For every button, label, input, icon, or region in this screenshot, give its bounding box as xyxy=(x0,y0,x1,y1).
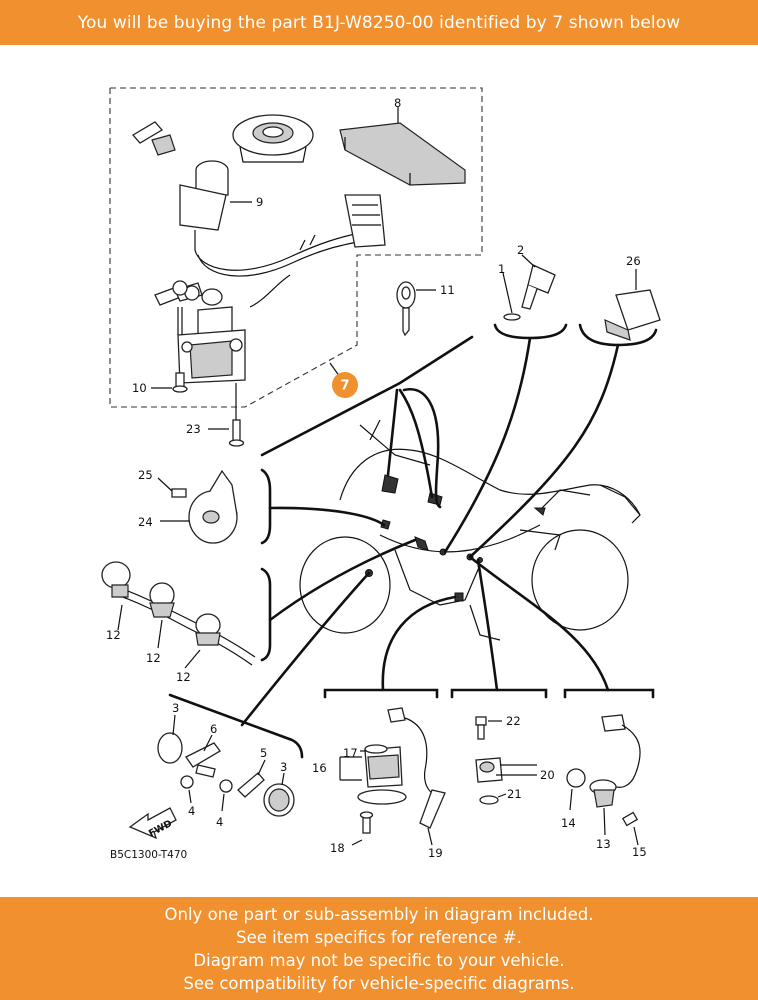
part-17-oring xyxy=(360,744,388,754)
diagram-code: B5C1300-T470 xyxy=(110,849,187,861)
footer-line-4: See compatibility for vehicle-specific d… xyxy=(183,973,575,993)
part-16-sensor xyxy=(339,707,446,829)
part-11-key xyxy=(396,281,436,337)
part-4-nut-right xyxy=(219,779,233,812)
callout-3b: 3 xyxy=(280,760,287,774)
top-banner: You will be buying the part B1J-W8250-00… xyxy=(0,0,758,45)
part-25-bolt xyxy=(157,477,187,498)
callout-22: 22 xyxy=(506,714,521,728)
part-15-screw xyxy=(621,811,639,846)
leader-19 xyxy=(427,827,433,846)
callout-9: 9 xyxy=(256,195,263,209)
part-12-bulbs xyxy=(101,561,256,669)
fwd-arrow: FWD xyxy=(128,807,177,839)
part-9-main-switch xyxy=(179,160,252,250)
footer-line-1: Only one part or sub-assembly in diagram… xyxy=(164,904,594,924)
callout-21: 21 xyxy=(507,787,522,801)
callout-26: 26 xyxy=(626,254,641,268)
part-22-screw xyxy=(475,716,502,740)
part-21-oring xyxy=(479,793,507,805)
part-2-sensor xyxy=(521,254,556,310)
bracket-13 xyxy=(563,688,655,699)
leader-lines xyxy=(240,336,620,727)
bracket-bottom-left xyxy=(168,693,304,759)
callout-19: 19 xyxy=(428,846,443,860)
footer-line-2: See item specifics for reference #. xyxy=(236,927,522,947)
callout-13: 13 xyxy=(596,837,611,851)
part-3-lens-right xyxy=(263,772,295,817)
callout-24: 24 xyxy=(138,515,153,529)
callout-1: 1 xyxy=(498,262,505,276)
callout-23: 23 xyxy=(186,422,201,436)
part-wire-harness xyxy=(194,194,386,308)
part-8-ecu xyxy=(339,107,466,186)
parts-diagram: 9 10 11 8 xyxy=(101,87,661,861)
callout-15: 15 xyxy=(632,845,647,859)
part-4-nut-left xyxy=(180,775,194,804)
part-keys xyxy=(154,280,203,306)
part-fuel-cap xyxy=(232,114,314,163)
part-24-horn xyxy=(160,469,238,544)
callout-4b: 4 xyxy=(216,815,223,829)
bracket-7 xyxy=(260,335,474,457)
callout-12b: 12 xyxy=(146,651,161,665)
callout-3a: 3 xyxy=(172,701,179,715)
highlight-circle xyxy=(332,372,358,398)
motorcycle-outline xyxy=(299,419,641,641)
callout-4a: 4 xyxy=(188,804,195,818)
part-18-screw xyxy=(351,811,374,846)
bracket-20 xyxy=(450,688,548,699)
footer-line-3: Diagram may not be specific to your vehi… xyxy=(193,950,565,970)
bracket-horn xyxy=(260,468,272,545)
callout-12c: 12 xyxy=(176,670,191,684)
assembly-boundary xyxy=(109,87,483,408)
callout-8: 8 xyxy=(394,96,401,110)
part-3-lens-left xyxy=(157,714,183,764)
callout-2: 2 xyxy=(517,243,524,257)
callout-18: 18 xyxy=(330,841,345,855)
part-5-socket xyxy=(237,759,266,798)
bracket-bulbs xyxy=(260,567,272,662)
part-20-sensor xyxy=(475,757,537,783)
callout-7: 7 xyxy=(340,379,349,394)
part-10-bolt xyxy=(151,372,188,393)
callout-10: 10 xyxy=(132,381,147,395)
part-26-relay xyxy=(604,269,661,341)
bottom-banner: Only one part or sub-assembly in diagram… xyxy=(0,897,758,1000)
callout-17: 17 xyxy=(343,746,358,760)
bracket-1-2 xyxy=(493,323,568,340)
callout-16: 16 xyxy=(312,761,327,775)
top-banner-text: You will be buying the part B1J-W8250-00… xyxy=(77,12,681,33)
part-13-sensor xyxy=(589,714,641,836)
part-seat-lock xyxy=(131,121,176,156)
part-1-oring xyxy=(502,272,521,321)
part-14-oring xyxy=(566,768,586,811)
callout-25: 25 xyxy=(138,468,153,482)
part-23-bolt xyxy=(208,419,245,447)
bracket-16 xyxy=(323,688,439,699)
callout-14: 14 xyxy=(561,816,576,830)
callout-5: 5 xyxy=(260,746,267,760)
part-6-bracket xyxy=(185,734,221,778)
callout-20: 20 xyxy=(540,768,555,782)
part-lock-assembly xyxy=(177,288,246,420)
callout-11: 11 xyxy=(440,283,455,297)
callout-6: 6 xyxy=(210,722,217,736)
highlight-callout-7: 7 xyxy=(329,362,358,398)
callout-12a: 12 xyxy=(106,628,121,642)
